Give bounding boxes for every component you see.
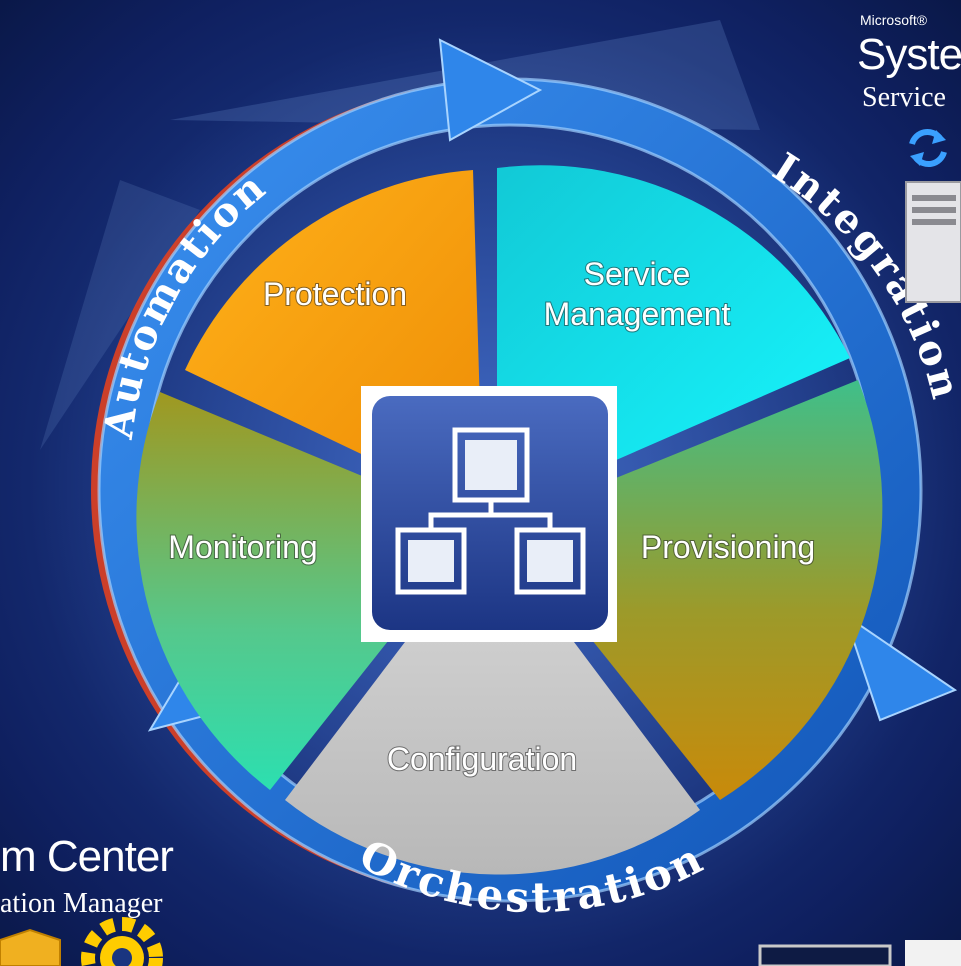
server-tower-icon [905, 181, 961, 303]
ghost-arrow [40, 180, 200, 450]
service-manager-label: Service [862, 82, 946, 113]
segment-label-monitoring: Monitoring [168, 529, 317, 565]
segment-label-service: Service [584, 256, 691, 292]
sync-arrows-icon [909, 129, 947, 167]
org-chart-lines [395, 427, 586, 595]
segment-label-provisioning: Provisioning [641, 529, 815, 565]
shield-icon [0, 928, 61, 966]
system-center-footer-title: m Center [0, 832, 174, 881]
ring-arrowhead-top [438, 38, 543, 142]
ring-arrowhead-right [843, 612, 958, 722]
segment-label-management: Management [544, 296, 731, 332]
segment-label-protection: Protection [263, 276, 407, 312]
operations-manager-label: ation Manager [0, 888, 163, 919]
gear-icon [81, 917, 163, 966]
microsoft-brand-label: Microsoft® [860, 12, 928, 28]
org-chart-boxes [408, 440, 573, 582]
bottom-right-badge [758, 940, 961, 966]
segment-configuration [285, 530, 700, 875]
segment-provisioning [500, 380, 883, 800]
system-center-title: Syste [857, 30, 961, 79]
segment-label-configuration: Configuration [387, 741, 577, 777]
